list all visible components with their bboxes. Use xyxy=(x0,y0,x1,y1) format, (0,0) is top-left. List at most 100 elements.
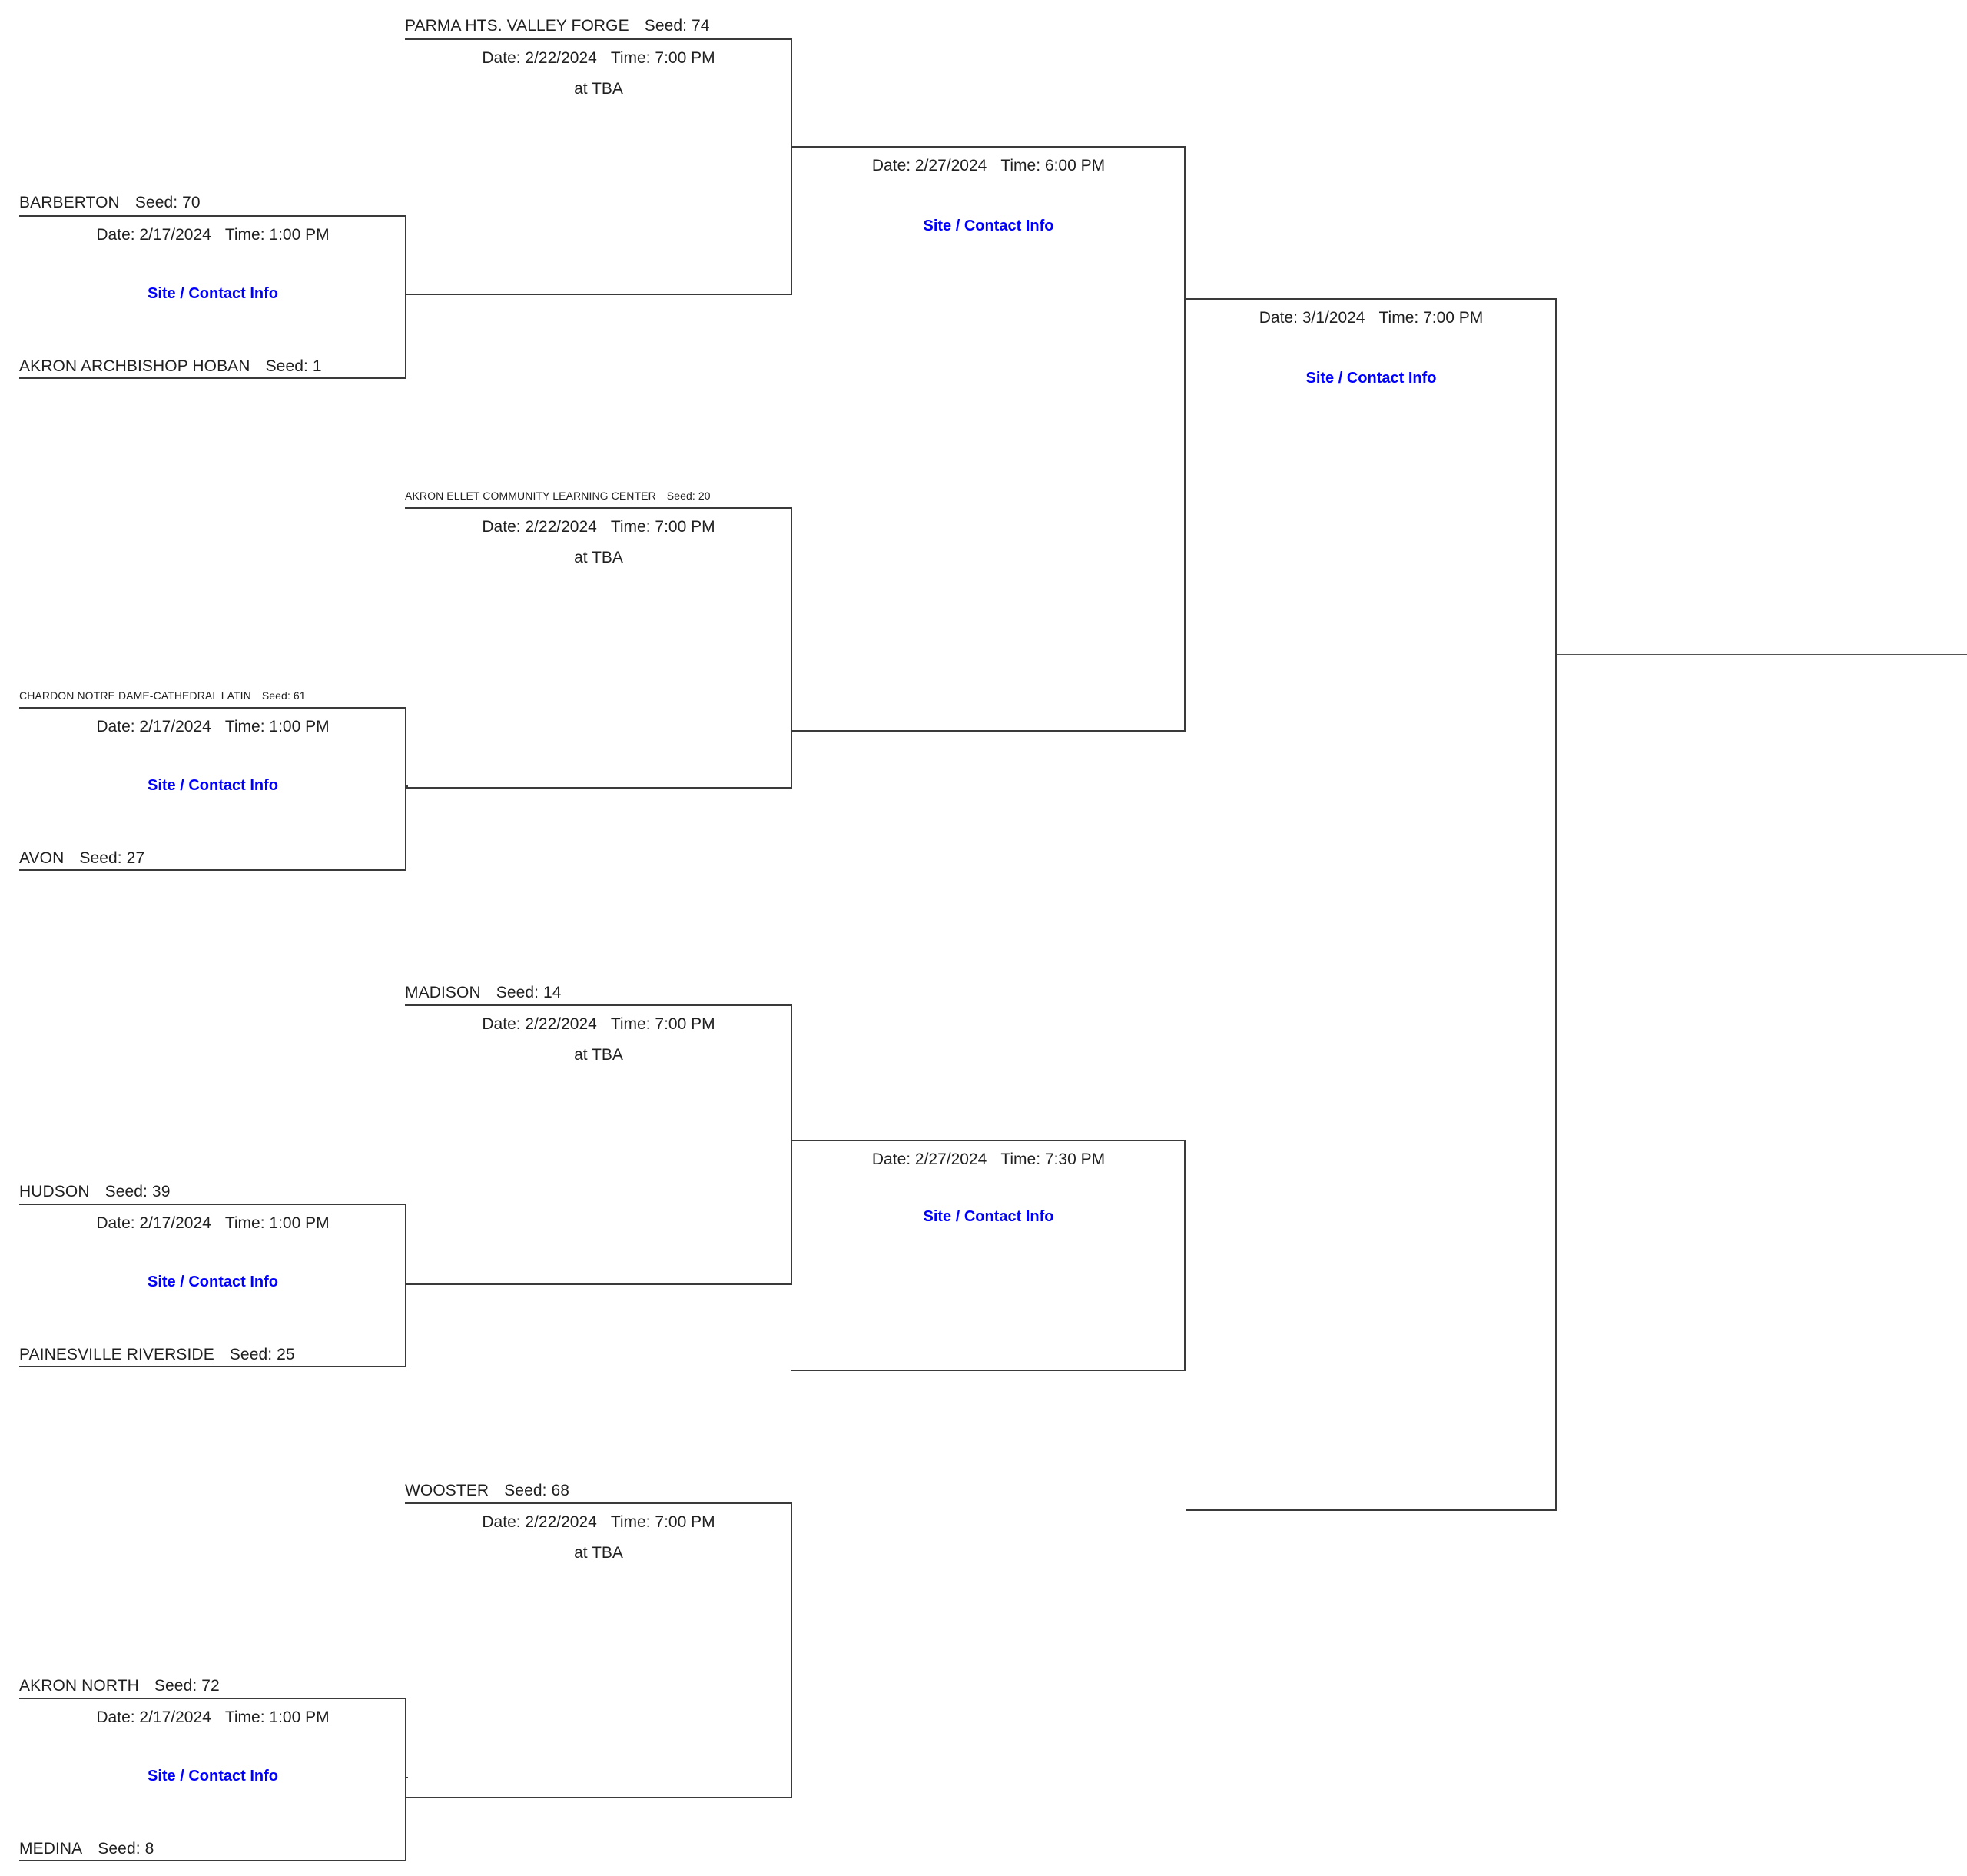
team-label-chardon-ndcl: CHARDON NOTRE DAME-CATHEDRAL LATIN Seed: … xyxy=(19,689,306,702)
game-meta-r1-g1: Date: 2/17/2024 Time: 1:00 PM xyxy=(19,226,406,244)
connector-r1g3-to-r2g3 xyxy=(405,1283,408,1284)
game-venue-r2-g1: at TBA xyxy=(405,80,792,98)
venue-text: at TBA xyxy=(574,1544,623,1562)
game-time: Time: 7:00 PM xyxy=(1378,309,1484,327)
game-box-r2-g4 xyxy=(405,1502,792,1798)
team-name: PARMA HTS. VALLEY FORGE xyxy=(405,17,629,35)
game-date: Date: 2/17/2024 xyxy=(96,226,211,244)
connector-r1g2-to-r2g2 xyxy=(405,785,408,787)
team-name: AKRON ELLET COMMUNITY LEARNING CENTER xyxy=(405,490,656,502)
game-date: Date: 2/27/2024 xyxy=(871,1151,987,1168)
game-venue-r2-g3: at TBA xyxy=(405,1046,792,1064)
team-seed: Seed: 39 xyxy=(104,1183,171,1200)
game-time: Time: 7:00 PM xyxy=(610,518,715,536)
team-label-wooster: WOOSTER Seed: 68 xyxy=(405,1482,569,1500)
game-meta-r3-g2: Date: 2/27/2024 Time: 7:30 PM xyxy=(791,1151,1186,1169)
venue-text: at TBA xyxy=(574,549,623,566)
game-date: Date: 2/22/2024 xyxy=(482,1015,597,1033)
team-seed: Seed: 68 xyxy=(504,1482,570,1499)
team-label-avon: AVON Seed: 27 xyxy=(19,849,144,868)
game-time: Time: 7:00 PM xyxy=(610,1015,715,1033)
team-seed: Seed: 72 xyxy=(154,1677,220,1695)
game-time: Time: 7:00 PM xyxy=(610,1513,715,1531)
game-box-r3-g1 xyxy=(791,146,1186,732)
team-label-barberton: BARBERTON Seed: 70 xyxy=(19,194,201,212)
venue-text: at TBA xyxy=(574,80,623,98)
game-date: Date: 2/22/2024 xyxy=(482,1513,597,1531)
game-venue-r2-g4: at TBA xyxy=(405,1544,792,1562)
site-contact-link-r3-g1[interactable]: Site / Contact Info xyxy=(923,217,1054,234)
game-box-r1-g4 xyxy=(19,1698,406,1861)
game-meta-r1-g3: Date: 2/17/2024 Time: 1:00 PM xyxy=(19,1214,406,1233)
game-time: Time: 6:00 PM xyxy=(1000,157,1106,174)
game-box-r2-g2 xyxy=(405,507,792,789)
game-box-r1-g3 xyxy=(19,1204,406,1367)
team-label-parma-hts-valley-forge: PARMA HTS. VALLEY FORGE Seed: 74 xyxy=(405,17,710,35)
game-date: Date: 2/17/2024 xyxy=(96,1214,211,1232)
team-name: MEDINA xyxy=(19,1840,83,1858)
site-contact-link-r1-g2[interactable]: Site / Contact Info xyxy=(148,777,278,794)
team-seed: Seed: 8 xyxy=(98,1840,154,1858)
game-box-r1-g2 xyxy=(19,707,406,871)
game-time: Time: 7:30 PM xyxy=(1000,1151,1106,1168)
game-box-r3-g2 xyxy=(791,1140,1186,1371)
game-meta-r1-g4: Date: 2/17/2024 Time: 1:00 PM xyxy=(19,1708,406,1727)
game-box-r1-g1 xyxy=(19,215,406,379)
team-seed: Seed: 27 xyxy=(79,849,145,867)
game-meta-r4-g1: Date: 3/1/2024 Time: 7:00 PM xyxy=(1186,309,1557,327)
game-time: Time: 1:00 PM xyxy=(224,1708,330,1726)
game-box-r2-g3 xyxy=(405,1004,792,1285)
game-meta-r2-g1: Date: 2/22/2024 Time: 7:00 PM xyxy=(405,49,792,68)
team-label-akron-ellet: AKRON ELLET COMMUNITY LEARNING CENTER See… xyxy=(405,490,711,502)
team-seed: Seed: 14 xyxy=(496,984,562,1001)
team-name: AKRON NORTH xyxy=(19,1677,139,1695)
team-label-akron-north: AKRON NORTH Seed: 72 xyxy=(19,1677,220,1695)
game-time: Time: 1:00 PM xyxy=(224,1214,330,1232)
game-date: Date: 2/17/2024 xyxy=(96,718,211,735)
game-date: Date: 2/22/2024 xyxy=(482,49,597,67)
connector-champion-out xyxy=(1557,654,1967,655)
team-name: WOOSTER xyxy=(405,1482,489,1499)
team-seed: Seed: 1 xyxy=(265,357,322,375)
site-contact-link-r1-g4[interactable]: Site / Contact Info xyxy=(148,1768,278,1785)
team-label-hudson: HUDSON Seed: 39 xyxy=(19,1183,170,1201)
venue-text: at TBA xyxy=(574,1046,623,1064)
game-date: Date: 2/17/2024 xyxy=(96,1708,211,1726)
game-time: Time: 1:00 PM xyxy=(224,226,330,244)
team-label-painesville-riverside: PAINESVILLE RIVERSIDE Seed: 25 xyxy=(19,1346,295,1364)
team-name: HUDSON xyxy=(19,1183,90,1200)
game-box-r2-g1 xyxy=(405,38,792,295)
connector-r1g4-to-r2g4 xyxy=(405,1777,408,1778)
team-name: MADISON xyxy=(405,984,481,1001)
game-box-r4-g1 xyxy=(1186,298,1557,1511)
team-seed: Seed: 25 xyxy=(229,1346,295,1363)
game-time: Time: 1:00 PM xyxy=(224,718,330,735)
team-seed: Seed: 70 xyxy=(134,194,201,211)
team-seed: Seed: 20 xyxy=(666,490,711,502)
team-seed: Seed: 61 xyxy=(261,689,306,702)
team-name: CHARDON NOTRE DAME-CATHEDRAL LATIN xyxy=(19,689,251,702)
game-date: Date: 2/22/2024 xyxy=(482,518,597,536)
team-name: BARBERTON xyxy=(19,194,120,211)
team-seed: Seed: 74 xyxy=(644,17,710,35)
team-label-medina: MEDINA Seed: 8 xyxy=(19,1840,154,1858)
site-contact-link-r4-g1[interactable]: Site / Contact Info xyxy=(1305,370,1437,387)
site-contact-link-r3-g2[interactable]: Site / Contact Info xyxy=(923,1208,1054,1225)
game-meta-r2-g4: Date: 2/22/2024 Time: 7:00 PM xyxy=(405,1513,792,1532)
game-venue-r2-g2: at TBA xyxy=(405,549,792,567)
game-date: Date: 3/1/2024 xyxy=(1259,309,1365,327)
site-contact-link-r1-g1[interactable]: Site / Contact Info xyxy=(148,285,278,302)
game-meta-r2-g2: Date: 2/22/2024 Time: 7:00 PM xyxy=(405,518,792,536)
team-label-akron-archbishop-hoban: AKRON ARCHBISHOP HOBAN Seed: 1 xyxy=(19,357,322,376)
site-contact-link-r1-g3[interactable]: Site / Contact Info xyxy=(148,1273,278,1290)
team-label-madison: MADISON Seed: 14 xyxy=(405,984,562,1002)
team-name: PAINESVILLE RIVERSIDE xyxy=(19,1346,214,1363)
game-meta-r1-g2: Date: 2/17/2024 Time: 1:00 PM xyxy=(19,718,406,736)
game-meta-r2-g3: Date: 2/22/2024 Time: 7:00 PM xyxy=(405,1015,792,1034)
team-name: AVON xyxy=(19,849,65,867)
connector-r1g1-to-r2g1 xyxy=(405,294,408,295)
game-time: Time: 7:00 PM xyxy=(610,49,715,67)
team-name: AKRON ARCHBISHOP HOBAN xyxy=(19,357,250,375)
